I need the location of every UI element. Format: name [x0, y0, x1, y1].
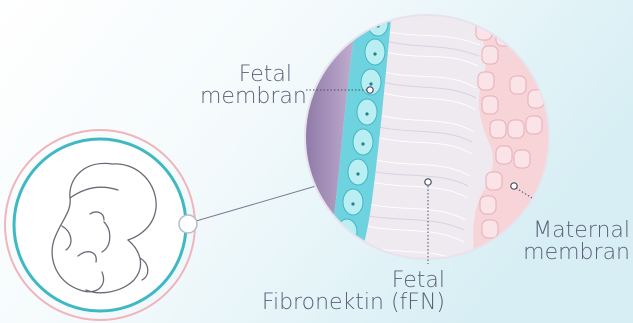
magnifier-circle [179, 215, 197, 233]
fetal-fibronectin-label-line2: Fibronektin (fFN) [255, 292, 445, 314]
fetal-fibronectin-label-line1: Fetal [255, 270, 445, 292]
fetal-membrane-label-line1: Fetal [200, 64, 292, 86]
fetal-membrane-label-line2: membran [200, 86, 292, 108]
fetus-illustration [5, 130, 195, 320]
fetal-membrane-label: Fetal membran [200, 64, 292, 108]
maternal-membrane-label-line1: Maternal [515, 220, 630, 242]
maternal-membrane-label: Maternal membran [515, 220, 630, 264]
maternal-membrane-label-line2: membran [515, 242, 630, 264]
fetal-fibronectin-label: Fetal Fibronektin (fFN) [255, 270, 445, 314]
